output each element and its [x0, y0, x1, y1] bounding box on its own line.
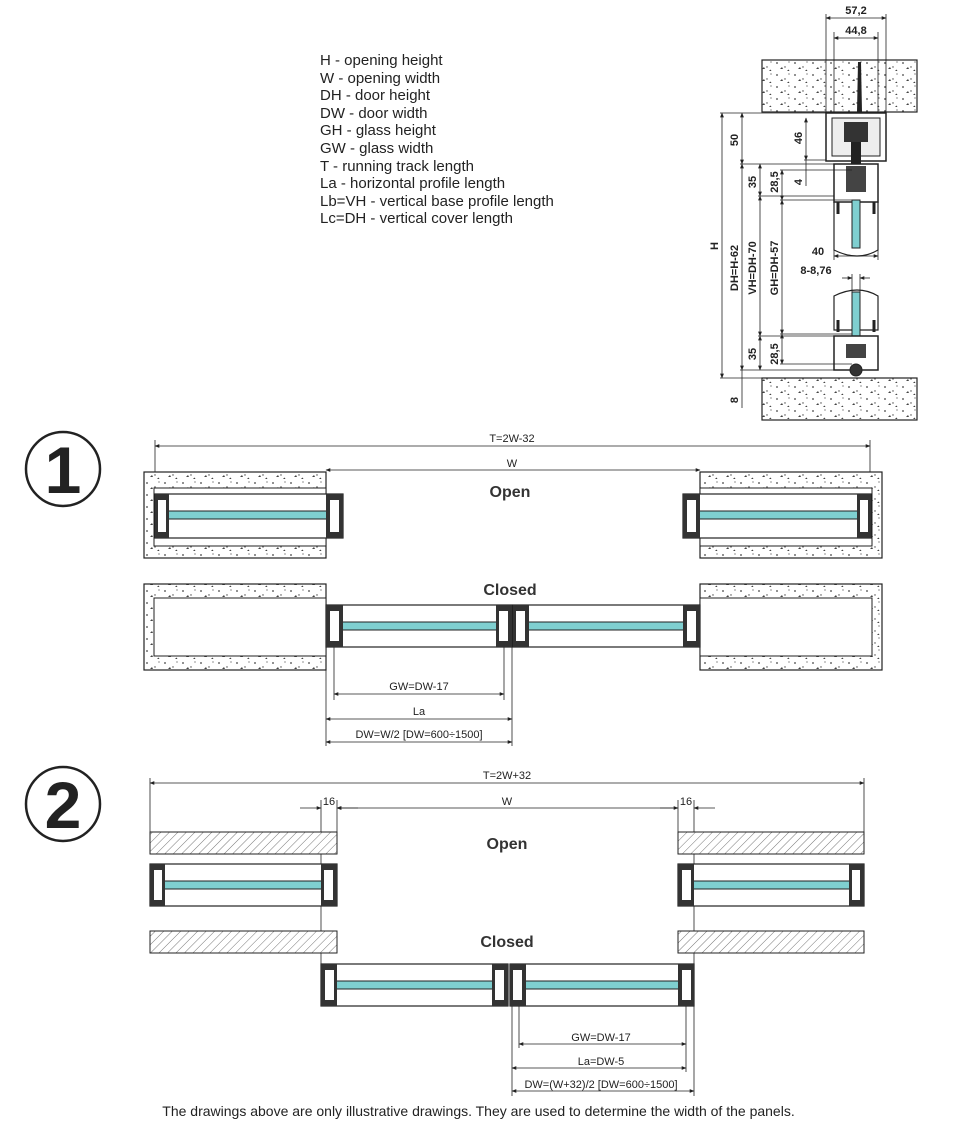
variant-2-number: 2 [45, 768, 82, 842]
glass-bottom [851, 291, 861, 341]
closed-label: Closed [483, 582, 536, 599]
legend-item: Lb=VH - vertical base profile length [320, 192, 554, 210]
wall-hatched-open-right [677, 831, 865, 855]
door-width-label: DW=W/2 [DW=600÷1500] [355, 729, 482, 741]
dim-57-2: 57,2 [845, 5, 866, 17]
dim-gh: GH=DH-57 [769, 241, 781, 296]
dim-50: 50 [729, 134, 741, 146]
dim-44-8: 44,8 [845, 25, 866, 37]
section-detail: 57,2 44,8 50 46 35 28,5 4 40 8-8,76 H DH… [709, 5, 918, 421]
wall-closed-right [699, 583, 883, 671]
glass-width-label: GW=DW-17 [389, 681, 448, 693]
screw-icon [857, 62, 862, 112]
door-panel-open-left [154, 493, 344, 539]
profile-length-label: La [413, 706, 426, 718]
door-panel-closed-right-2 [509, 963, 695, 1007]
track-length-label-2: T=2W+32 [483, 770, 531, 782]
profile-length-label-2: La=DW-5 [578, 1056, 625, 1068]
wall-hatched-open-left [149, 831, 338, 855]
floor-slab [761, 377, 918, 421]
dim-vh: VH=DH-70 [747, 241, 759, 295]
dim-46: 46 [793, 132, 805, 144]
dim-40: 40 [812, 246, 824, 258]
offset-16-left: 16 [323, 796, 335, 808]
variant-1-number: 1 [45, 433, 82, 507]
legend-item: Lc=DH - vertical cover length [320, 210, 513, 228]
legend-item: DH - door height [320, 87, 431, 105]
dim-35-bottom: 35 [747, 348, 759, 360]
variant-2-badge [24, 765, 102, 843]
wall-closed-left [143, 583, 327, 671]
opening-width-label: W [507, 458, 518, 470]
opening-width-label-2: W [502, 796, 513, 808]
ceiling-slab [761, 59, 918, 113]
legend-item: T - running track length [320, 157, 474, 175]
legend-item: W - opening width [320, 69, 441, 87]
variant-1: 1 T=2W-32 W Open [24, 430, 883, 746]
door-panel-open-right-2 [677, 863, 865, 907]
dim-8: 8 [729, 397, 741, 403]
legend-item: La - horizontal profile length [320, 175, 506, 193]
wall-hatched-closed-left [149, 930, 338, 954]
dim-28-5-top: 28,5 [769, 171, 781, 192]
door-panel-closed-left [325, 604, 513, 648]
variant-1-badge [24, 430, 102, 508]
dim-h: H [709, 242, 721, 250]
door-panel-open-right [682, 493, 872, 539]
legend-item: H - opening height [320, 52, 443, 69]
open-label-2: Open [487, 836, 528, 853]
door-width-label-2: DW=(W+32)/2 [DW=600÷1500] [524, 1079, 677, 1091]
dim-28-5-bottom: 28,5 [769, 343, 781, 364]
door-panel-open-left-2 [149, 863, 338, 907]
glass-top [851, 199, 861, 249]
footer-note: The drawings above are only illustrative… [162, 1103, 795, 1119]
door-panel-closed-left-2 [320, 963, 509, 1007]
legend-list: H - opening height W - opening width DH … [320, 52, 554, 228]
variant-2: 2 T=2W+32 W 16 16 Open [24, 765, 865, 1096]
legend-item: DW - door width [320, 104, 428, 122]
dim-dh: DH=H-62 [729, 245, 741, 291]
floor-guide [849, 363, 863, 377]
legend-item: GH - glass height [320, 122, 436, 140]
offset-16-right: 16 [680, 796, 692, 808]
dim-35-top: 35 [747, 176, 759, 188]
open-label: Open [490, 484, 531, 501]
dim-4: 4 [793, 178, 805, 185]
track-length-label: T=2W-32 [489, 433, 534, 445]
legend-item: GW - glass width [320, 139, 434, 157]
wall-hatched-closed-right [677, 930, 865, 954]
glass-width-label-2: GW=DW-17 [571, 1032, 630, 1044]
door-panel-closed-right [512, 604, 701, 648]
dim-8-8-76: 8-8,76 [800, 265, 831, 277]
closed-label-2: Closed [480, 934, 533, 951]
